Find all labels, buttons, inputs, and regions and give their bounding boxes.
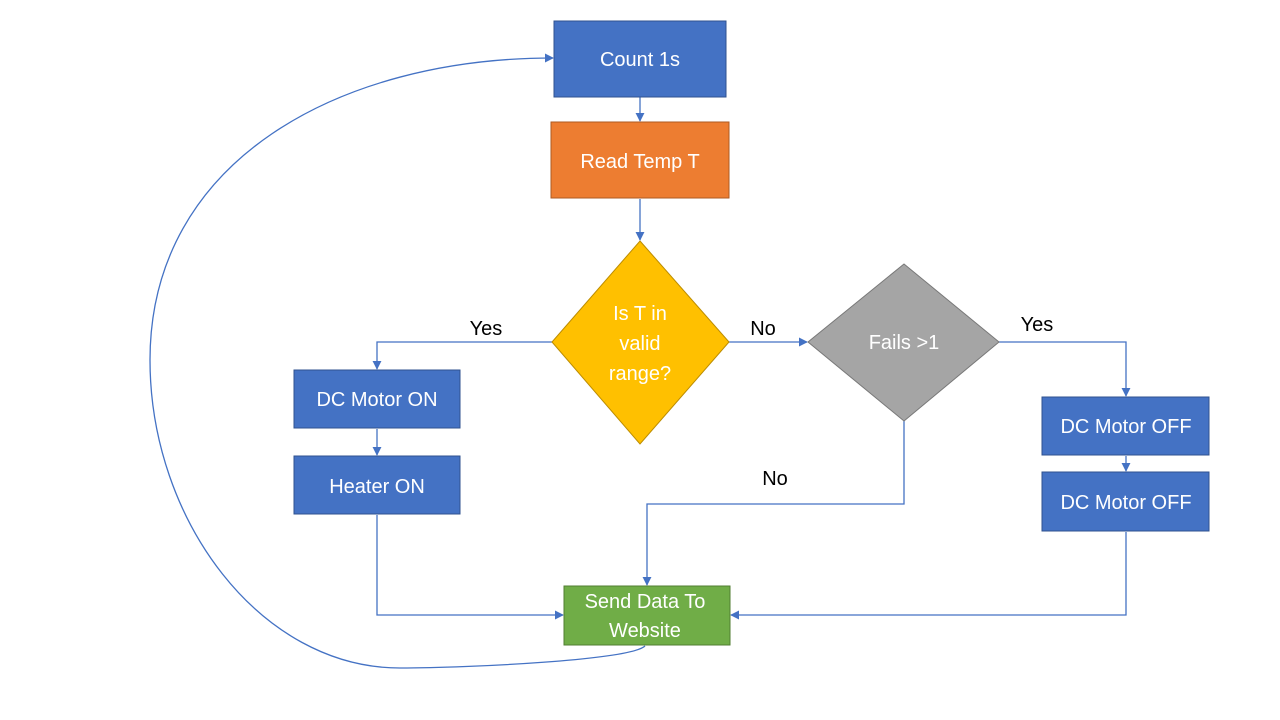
heater-on-box — [293, 455, 461, 515]
node-heater-on[interactable]: Heater ON — [293, 455, 461, 515]
read-temp-label: Read Temp T — [580, 151, 699, 173]
fails-no-label: No — [762, 468, 788, 490]
send-data-line-1: Send Data To — [585, 591, 706, 613]
motor-on-box — [293, 369, 461, 429]
node-send-data[interactable]: Send Data To Website — [563, 585, 731, 646]
read-temp-box — [550, 121, 730, 199]
edge-motor-off-to-send — [730, 532, 1127, 620]
edge-fails-no — [642, 421, 905, 586]
motor-off-2-label: DC Motor OFF — [1060, 492, 1191, 514]
motor-off-1-box — [1041, 396, 1210, 456]
valid-range-line-3: range? — [609, 363, 671, 385]
motor-off-2-box — [1041, 471, 1210, 532]
valid-range-diamond — [551, 240, 730, 445]
edge-decision-yes — [372, 341, 552, 370]
edge-send-loop-to-count — [149, 53, 646, 669]
count-label: Count 1s — [600, 49, 680, 71]
motor-off-1-label: DC Motor OFF — [1060, 416, 1191, 438]
fails-label: Fails >1 — [869, 332, 940, 354]
valid-yes-label: Yes — [470, 318, 503, 340]
node-read-temp[interactable]: Read Temp T — [550, 121, 730, 199]
node-motor-off-2[interactable]: DC Motor OFF — [1041, 471, 1210, 532]
fails-diamond — [807, 263, 1000, 422]
send-data-box — [563, 585, 731, 646]
edge-fails-yes — [999, 341, 1131, 397]
count-box — [553, 20, 727, 98]
valid-no-label: No — [750, 318, 776, 340]
node-motor-off-1[interactable]: DC Motor OFF — [1041, 396, 1210, 456]
send-data-line-2: Website — [609, 620, 681, 642]
connectors — [149, 53, 1131, 669]
node-valid-range-decision[interactable]: Is T in valid range? — [551, 240, 730, 445]
motor-on-label: DC Motor ON — [316, 389, 437, 411]
node-count[interactable]: Count 1s — [553, 20, 727, 98]
node-motor-on[interactable]: DC Motor ON — [293, 369, 461, 429]
heater-on-label: Heater ON — [329, 476, 425, 498]
edge-heater-to-send — [376, 515, 564, 620]
valid-range-line-1: Is T in — [613, 303, 667, 325]
node-fails-decision[interactable]: Fails >1 — [807, 263, 1000, 422]
fails-yes-label: Yes — [1021, 314, 1054, 336]
valid-range-line-2: valid — [619, 333, 660, 355]
